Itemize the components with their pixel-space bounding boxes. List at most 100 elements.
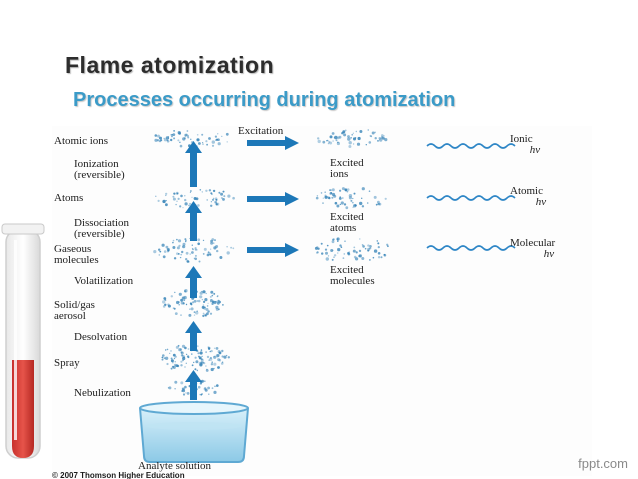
particle-dot [196,134,199,136]
particle-dot [367,129,369,131]
particle-dot [182,137,186,141]
particle-dot [365,144,367,146]
particle-dot [160,139,163,142]
particle-dot [184,198,187,202]
particle-dot [204,387,207,390]
particle-dot [340,246,343,248]
particle-dot [215,347,219,350]
arrow-volatilization [185,266,202,298]
particle-dot [374,137,377,140]
particle-dot [195,197,199,201]
particle-dot [185,239,187,242]
particle-dot [364,247,367,250]
particle-dot [180,354,183,357]
particle-dot [204,380,206,382]
particle-dot [165,192,168,195]
particle-dot [355,251,358,254]
particle-dot [209,295,212,298]
particle-dot [215,203,218,206]
particle-dot [202,290,206,294]
particle-dot [199,189,202,191]
particle-dot [165,200,167,202]
particle-dot [213,292,216,295]
particle-dot [316,252,318,254]
particle-dot [194,257,197,261]
particle-dot [317,139,321,144]
particle-dot [214,135,217,138]
slide-subtitle: Processes occurring during atomization [73,89,456,111]
particle-dot [190,307,194,311]
particle-dot [198,142,201,145]
particle-dot [170,367,173,370]
particle-dot [320,242,323,245]
particle-dot [178,303,180,306]
particle-dot [201,355,203,357]
particle-dot [197,204,200,207]
particle-dot [157,134,160,138]
particle-dot [158,248,161,251]
label-nebulization: Nebulization [74,387,131,399]
particle-dot [232,247,235,250]
particle-dot [226,141,228,143]
particle-dot [212,242,215,244]
particle-dot [210,367,214,372]
arrow-desolvation [185,321,202,351]
particle-dot [210,349,213,353]
particle-dot [227,194,231,198]
particle-dot [183,299,186,302]
particle-dot [204,313,207,317]
particle-dot [219,256,223,259]
particle-dot [217,133,219,135]
particle-dot [162,354,165,357]
particle-dot [172,353,176,357]
particle-dot [217,308,220,311]
label-atoms: Atoms [54,192,84,204]
particle-dot [383,253,386,256]
arrow-ionization [185,141,202,187]
particle-dot [333,254,337,257]
beaker-icon [139,401,249,463]
particle-dot [230,246,233,249]
particle-dot [331,240,335,244]
particle-dot [166,139,168,141]
particle-dot [180,381,184,385]
particle-dot [197,238,201,242]
particle-dot [173,257,177,260]
particle-dot [202,314,205,318]
particle-dot [214,201,218,204]
particle-dot [206,368,208,371]
particle-dot [170,134,172,136]
particle-dot [171,135,173,138]
particle-dot [179,256,182,259]
particle-dot [180,360,183,363]
particle-dot [174,388,176,390]
particle-dot [185,251,189,255]
particle-dot [161,243,165,247]
particle-dot [353,192,356,195]
particle-dot [209,350,211,353]
particle-dot [337,240,339,242]
particle-dot [186,130,189,132]
particle-dot [214,385,216,388]
particle-dot [207,346,209,348]
particle-dot [351,134,354,136]
particle-dot [211,140,215,144]
particle-dot [332,238,335,241]
particle-dot [173,357,176,360]
particle-dot [205,140,208,143]
particle-dot [329,189,331,191]
particle-dot [346,188,350,191]
particle-dot [162,300,166,304]
particle-dot [217,358,221,362]
particle-dot [347,252,351,256]
particle-dot [185,133,188,136]
particle-dot [223,195,226,198]
particle-dot [190,302,192,304]
particle-dot [208,359,210,361]
particle-dot [167,387,170,389]
particle-dot [163,138,167,142]
particle-dot [218,351,222,355]
